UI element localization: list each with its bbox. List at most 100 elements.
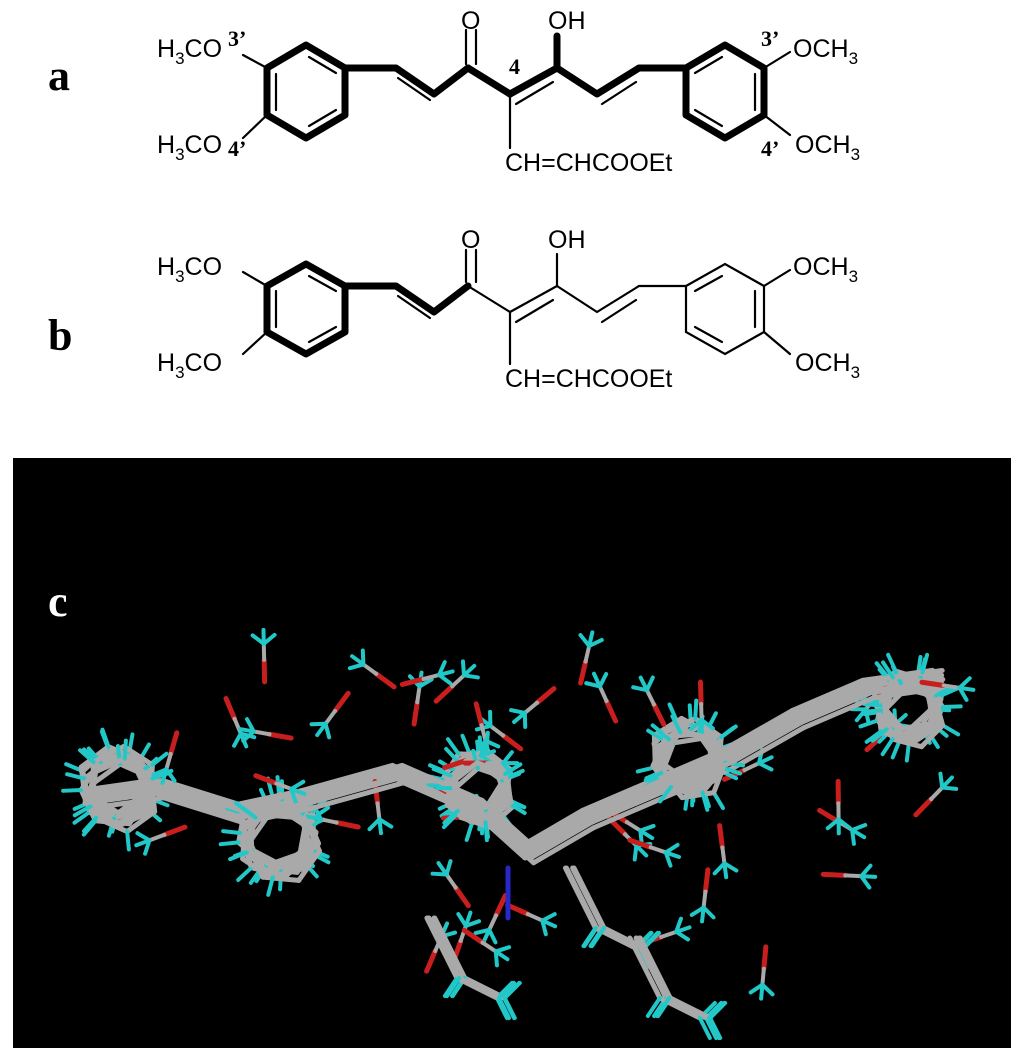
carbon-bond bbox=[798, 689, 874, 725]
oxygen-bond bbox=[433, 683, 455, 704]
carbon-bond bbox=[528, 819, 594, 860]
side-chain: CH=CHCOOEt bbox=[505, 149, 672, 177]
ring-bond bbox=[657, 729, 683, 760]
hydrogen-bond bbox=[700, 790, 710, 812]
right-bottom-methoxy: OCH3 bbox=[795, 131, 860, 164]
methyl-bond bbox=[929, 785, 945, 802]
hydrogen-bond bbox=[850, 827, 856, 846]
hydrogen-bond bbox=[920, 652, 930, 675]
oxygen-bond bbox=[697, 679, 704, 707]
right-top-methoxy-b: OCH3 bbox=[793, 253, 858, 286]
hydrogen-bond bbox=[446, 737, 461, 756]
hydrogen-bond bbox=[644, 675, 655, 693]
hydrogen-bond bbox=[940, 785, 959, 791]
ring-bond bbox=[474, 760, 508, 777]
hydrogen-bond bbox=[493, 949, 499, 968]
oxygen-bond bbox=[168, 730, 180, 757]
oxygen-bond bbox=[913, 796, 934, 818]
hydrogen-bond bbox=[497, 996, 512, 1020]
hydrogen-bond bbox=[864, 708, 887, 714]
side-chain-bond bbox=[562, 865, 598, 931]
methyl-bond bbox=[843, 873, 864, 879]
hydrogen-bond bbox=[597, 671, 609, 689]
hydrogen-bond bbox=[940, 704, 963, 710]
ring-bond bbox=[899, 720, 934, 732]
hydrogen-bond bbox=[239, 804, 258, 820]
ring-bond bbox=[451, 778, 461, 814]
hydrogen-bond bbox=[688, 718, 704, 732]
oxygen-bond bbox=[223, 696, 238, 722]
hydrogen-bond bbox=[266, 875, 275, 897]
hydrogen-bond bbox=[881, 660, 895, 680]
hydrogen-bond bbox=[289, 786, 298, 805]
carbon-bond bbox=[401, 780, 487, 821]
carbon-bond bbox=[399, 762, 485, 803]
hydrogen-bond bbox=[704, 1016, 719, 1040]
hydrogen-bond bbox=[504, 768, 525, 780]
ring-bond bbox=[87, 770, 97, 809]
ring-bond bbox=[677, 729, 715, 741]
hydrogen-bond bbox=[460, 733, 472, 755]
ring-bond bbox=[121, 743, 155, 768]
carbon-bond bbox=[799, 682, 875, 718]
position-label-right-3: 3’ bbox=[761, 26, 779, 51]
hydrogen-bond bbox=[693, 698, 699, 721]
oxygen-bond bbox=[500, 733, 524, 752]
methyl-bond bbox=[274, 781, 294, 791]
hydrogen-bond bbox=[670, 714, 683, 735]
methyl-bond bbox=[232, 716, 243, 736]
ring-bond bbox=[87, 803, 121, 829]
carbon-bond bbox=[729, 712, 805, 758]
ring-bond bbox=[451, 760, 480, 784]
left-top-methoxy-b: H3CO bbox=[157, 253, 222, 286]
methyl-bond bbox=[487, 913, 499, 932]
ring-bond bbox=[455, 808, 489, 825]
hydrogen-bond bbox=[581, 926, 598, 948]
panel-b-label: b bbox=[48, 311, 73, 360]
methyl-bond bbox=[648, 845, 668, 855]
oxygen-bond bbox=[820, 871, 848, 878]
hydrogen-bond bbox=[658, 785, 673, 804]
hydrogen-bond bbox=[125, 829, 131, 852]
ring-bond bbox=[124, 809, 158, 835]
carbon-bond bbox=[309, 762, 405, 793]
carbon-bond bbox=[801, 695, 877, 731]
side-chain-bond bbox=[627, 935, 663, 1001]
conformer-overlay bbox=[61, 627, 976, 1040]
hydrogen-bond bbox=[858, 718, 880, 729]
methyl-bond bbox=[147, 832, 167, 843]
left-enone-chain bbox=[341, 64, 472, 98]
ring-bond bbox=[122, 756, 155, 781]
hydrogen-bond bbox=[463, 919, 482, 928]
hydrogen-bond bbox=[655, 996, 672, 1018]
ring-bond bbox=[882, 686, 909, 713]
oxygen-bond bbox=[651, 702, 667, 727]
ring-bond bbox=[247, 791, 284, 817]
hydrogen-bond bbox=[711, 790, 725, 811]
ring-bond bbox=[911, 722, 941, 745]
hydrogen-bond bbox=[663, 850, 673, 868]
hydrogen-bond bbox=[437, 672, 453, 686]
carbon-bond bbox=[720, 707, 796, 753]
ring-bond bbox=[933, 692, 941, 728]
hydrogen-bond bbox=[890, 738, 902, 760]
hydrogen-bond bbox=[61, 787, 84, 793]
methyl-bond bbox=[941, 683, 962, 690]
carbon-bond bbox=[308, 774, 404, 805]
methyl-bond bbox=[450, 673, 467, 689]
methyl-bond bbox=[479, 723, 488, 743]
ring-bond bbox=[115, 809, 152, 829]
oxygen-bond bbox=[761, 944, 769, 972]
right-benzene-ring bbox=[682, 41, 768, 142]
ring-bond bbox=[660, 761, 692, 785]
oxygen-bond bbox=[627, 837, 654, 850]
side-chain-bond bbox=[456, 975, 502, 1001]
ring-bond bbox=[475, 765, 509, 781]
hydrogen-bond bbox=[862, 702, 885, 708]
carbon-bond bbox=[591, 795, 667, 831]
hydrogen-bond bbox=[441, 812, 459, 830]
hydrogen-bond bbox=[245, 717, 256, 734]
carbon-bond bbox=[722, 720, 798, 766]
oxygen-bond bbox=[332, 690, 351, 714]
ring-bond bbox=[700, 765, 726, 795]
